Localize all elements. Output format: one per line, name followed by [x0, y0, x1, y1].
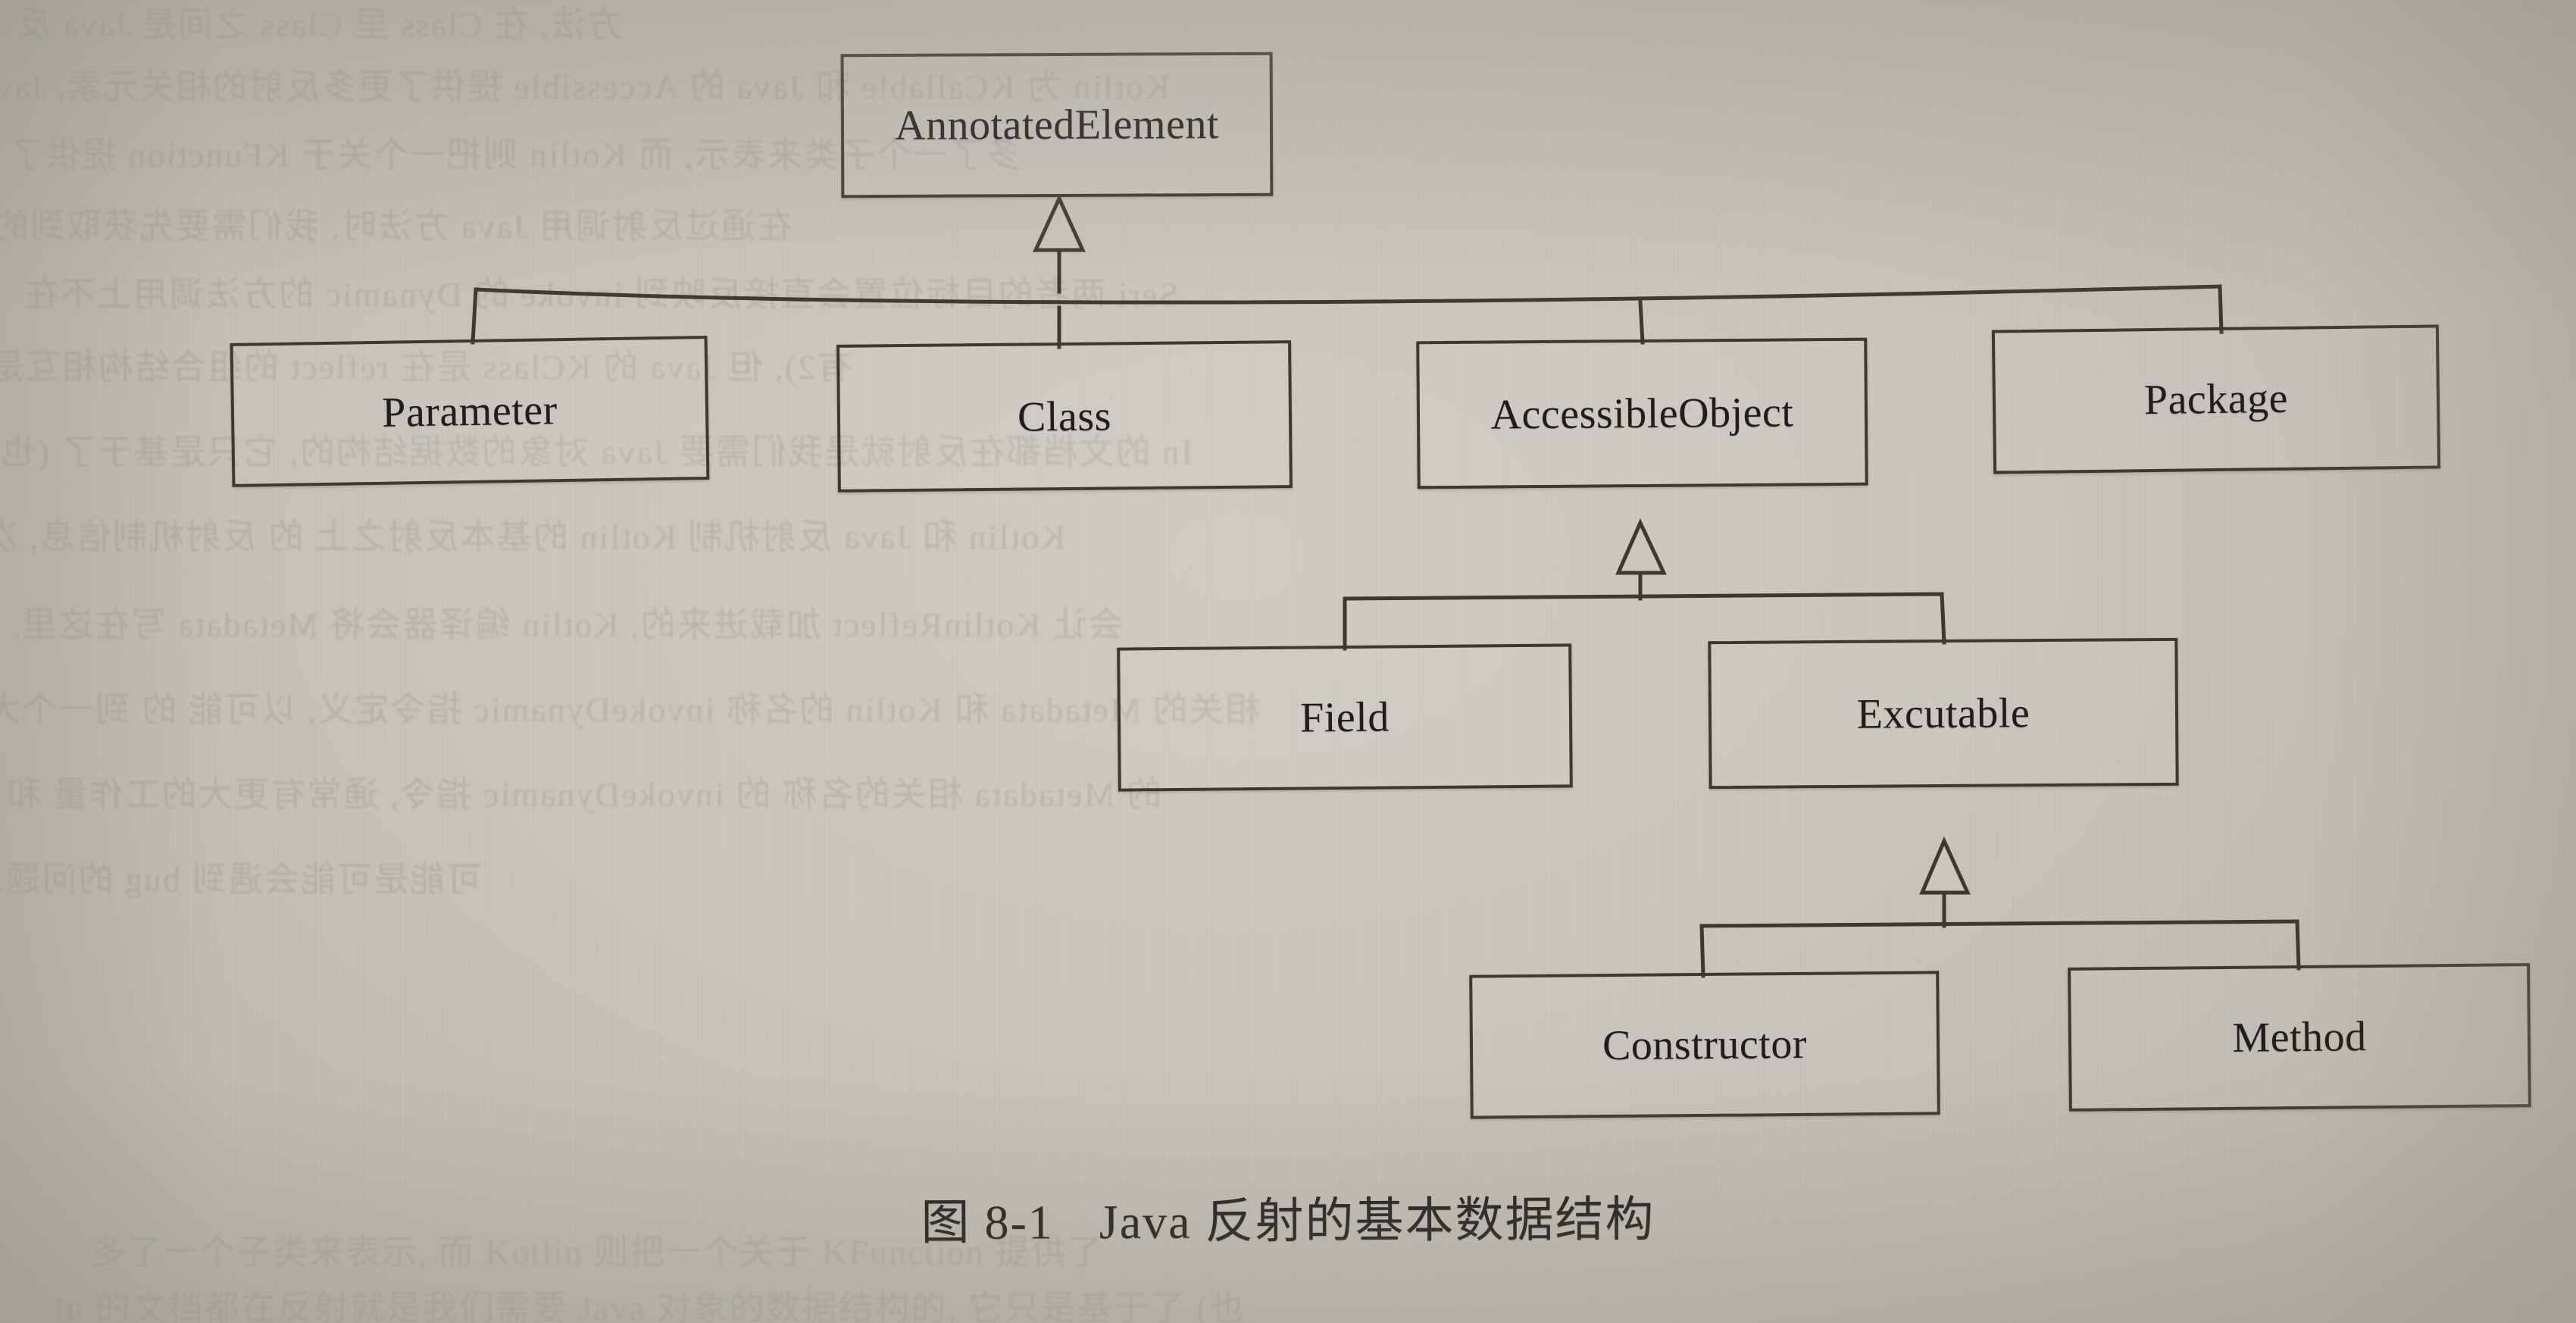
edge-bus-level3	[1699, 919, 2299, 928]
class-box-label: Parameter	[381, 386, 558, 436]
figure-number: 图 8-1	[921, 1195, 1054, 1250]
edge-drop-excutable	[1940, 592, 1946, 645]
figure-caption: 图 8-1 Java 反射的基本数据结构	[0, 1177, 2576, 1258]
class-box-label: Constructor	[1602, 1020, 1808, 1070]
arrowhead-accessibleobject	[1615, 518, 1667, 575]
class-box-excutable[interactable]: Excutable	[1708, 637, 2179, 790]
edge-bus-level2	[1343, 592, 1944, 601]
class-box-label: Field	[1299, 693, 1390, 742]
class-box-annotatedelement[interactable]: AnnotatedElement	[840, 52, 1274, 199]
edge-bus-level1	[474, 284, 2222, 305]
edge-drop-method	[2295, 919, 2301, 971]
class-box-label: AccessibleObject	[1490, 388, 1794, 439]
class-box-field[interactable]: Field	[1117, 643, 1573, 792]
class-box-label: Package	[2143, 374, 2289, 424]
edge-drop-package	[2218, 284, 2224, 334]
class-box-label: Class	[1017, 392, 1112, 441]
class-box-parameter[interactable]: Parameter	[230, 336, 710, 487]
figure-caption-text: Java 反射的基本数据结构	[1099, 1192, 1655, 1250]
arrowhead-excutable	[1919, 836, 1971, 895]
class-box-method[interactable]: Method	[2068, 963, 2531, 1112]
arrowhead-annotatedelement	[1033, 193, 1086, 252]
class-box-label: Method	[2232, 1013, 2367, 1062]
edge-drop-accessibleobject	[1638, 299, 1645, 345]
class-box-label: AnnotatedElement	[894, 101, 1220, 149]
edge-drop-constructor	[1699, 924, 1705, 978]
class-box-accessibleobject[interactable]: AccessibleObject	[1416, 337, 1868, 489]
class-box-package[interactable]: Package	[1991, 324, 2441, 474]
class-box-class[interactable]: Class	[836, 340, 1293, 493]
class-box-constructor[interactable]: Constructor	[1469, 971, 1940, 1119]
edge-drop-parameter	[470, 287, 478, 345]
class-box-label: Excutable	[1856, 689, 2030, 738]
